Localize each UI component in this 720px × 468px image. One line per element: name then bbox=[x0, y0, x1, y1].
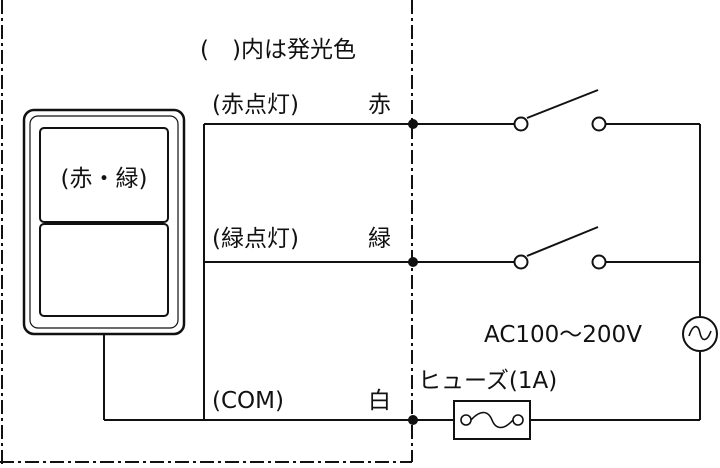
lamp-color-label: (赤・緑) bbox=[61, 166, 148, 192]
terminal-dot-com bbox=[408, 415, 418, 425]
fuse-label: ヒューズ(1A) bbox=[418, 368, 557, 394]
line-label-red: (赤点灯) bbox=[212, 92, 299, 118]
terminal-dot-green bbox=[408, 257, 418, 267]
fuse-icon bbox=[453, 400, 531, 440]
terminal-dot-red bbox=[408, 119, 418, 129]
wire-color-green: 緑 bbox=[368, 226, 391, 252]
ac-source-icon bbox=[682, 316, 718, 352]
switch-red bbox=[513, 89, 607, 132]
wire-color-white: 白 bbox=[368, 388, 391, 414]
indicator-lamp bbox=[22, 108, 186, 420]
switch-green bbox=[513, 226, 607, 270]
emission-color-note: ( )内は発光色 bbox=[200, 37, 356, 63]
enclosure-boundary bbox=[0, 0, 413, 468]
line-label-green: (緑点灯) bbox=[212, 226, 299, 252]
wire-color-red: 赤 bbox=[368, 92, 391, 118]
line-label-com: (COM) bbox=[212, 388, 284, 414]
power-supply-label: AC100～200V bbox=[484, 322, 642, 348]
